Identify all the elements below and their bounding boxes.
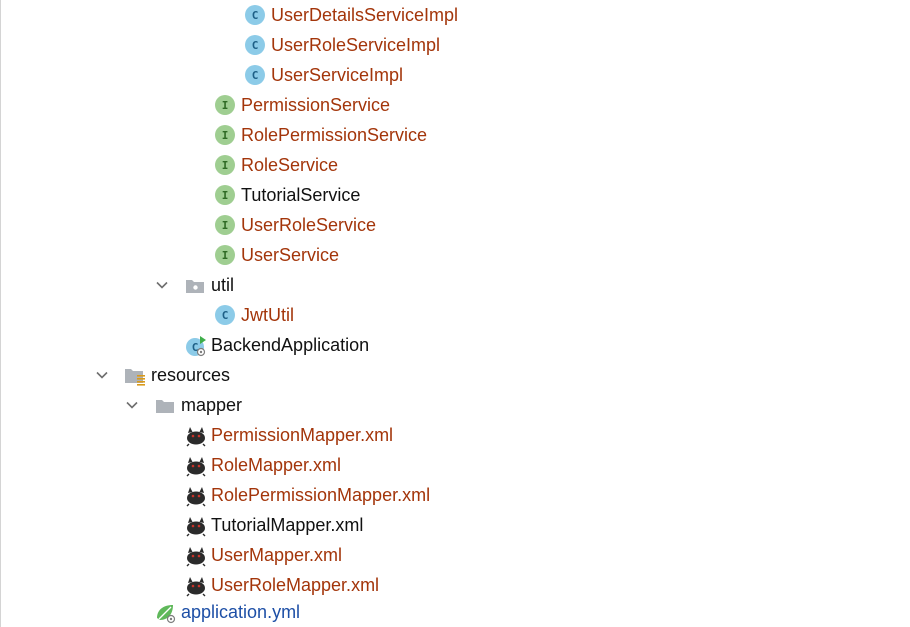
tree-item-jwt-util[interactable]: C JwtUtil [0,300,910,330]
tree-item-label: PermissionMapper.xml [211,425,394,445]
tree-item-label: resources [151,365,231,385]
tree-item-label: PermissionService [241,95,391,115]
tree-item-label: UserMapper.xml [211,545,343,565]
tree-item-user-service[interactable]: I UserService [0,240,910,270]
package-folder-icon [186,280,204,293]
tree-item-util-package[interactable]: util [0,270,910,300]
mybatis-icon [186,577,206,597]
tree-item-user-details-service-impl[interactable]: C UserDetailsServiceImpl [0,0,910,30]
tree-item-application-yml[interactable]: application.yml [0,597,910,627]
tree-item-user-role-service-impl[interactable]: C UserRoleServiceImpl [0,30,910,60]
tree-item-permission-service[interactable]: I PermissionService [0,90,910,120]
tree-item-user-service-impl[interactable]: C UserServiceImpl [0,60,910,90]
mybatis-icon [186,487,206,507]
tree-item-permission-mapper-xml[interactable]: PermissionMapper.xml [0,420,910,450]
chevron-down-icon[interactable] [126,399,138,411]
tree-item-mapper-folder[interactable]: mapper [0,390,910,420]
tree-item-label: TutorialMapper.xml [211,515,364,535]
tree-item-tutorial-service[interactable]: I TutorialService [0,180,910,210]
tree-item-role-service[interactable]: I RoleService [0,150,910,180]
class-icon: C [245,5,267,27]
tree-item-user-role-service[interactable]: I UserRoleService [0,210,910,240]
chevron-down-icon[interactable] [96,369,108,381]
tree-item-user-mapper-xml[interactable]: UserMapper.xml [0,540,910,570]
tree-item-tutorial-mapper-xml[interactable]: TutorialMapper.xml [0,510,910,540]
resources-folder-icon [125,369,145,386]
tree-item-resources-folder[interactable]: resources [0,360,910,390]
mybatis-icon [186,517,206,537]
tree-item-label: UserRoleServiceImpl [271,35,441,55]
interface-icon: I [215,185,237,207]
tree-item-label: TutorialService [241,185,361,205]
class-icon: C [245,35,267,57]
mybatis-icon [186,457,206,477]
svg-text:C: C [192,341,199,354]
mybatis-icon [186,547,206,567]
interface-icon: I [215,125,237,147]
tree-item-label: application.yml [181,602,301,622]
tree-item-backend-application[interactable]: C BackendApplication [0,330,910,360]
spring-boot-application-icon: C [186,336,206,357]
tree-item-label: RoleMapper.xml [211,455,342,475]
tree-item-label: UserRoleMapper.xml [211,575,380,595]
chevron-down-icon[interactable] [156,279,168,291]
tree-item-user-role-mapper-xml[interactable]: UserRoleMapper.xml [0,570,910,600]
folder-icon [156,400,174,413]
tree-item-label: util [211,275,235,295]
tree-item-label: BackendApplication [211,335,370,355]
interface-icon: I [215,245,237,267]
tree-item-label: RoleService [241,155,339,175]
tree-item-role-mapper-xml[interactable]: RoleMapper.xml [0,450,910,480]
spring-config-icon [157,605,176,624]
tree-item-role-permission-service[interactable]: I RolePermissionService [0,120,910,150]
tree-item-label: JwtUtil [241,305,294,325]
interface-icon: I [215,155,237,177]
panel-left-border [0,0,1,627]
tree-item-label: mapper [181,395,243,415]
tree-item-label: UserServiceImpl [271,65,404,85]
tree-item-label: UserRoleService [241,215,377,235]
tree-item-role-permission-mapper-xml[interactable]: RolePermissionMapper.xml [0,480,910,510]
tree-item-label: UserService [241,245,340,265]
interface-icon: I [215,95,237,117]
tree-item-label: RolePermissionMapper.xml [211,485,431,505]
class-icon: C [245,65,267,87]
class-icon: C [215,305,237,327]
interface-icon: I [215,215,237,237]
tree-item-label: UserDetailsServiceImpl [271,5,459,25]
tree-item-label: RolePermissionService [241,125,428,145]
mybatis-icon [186,427,206,447]
